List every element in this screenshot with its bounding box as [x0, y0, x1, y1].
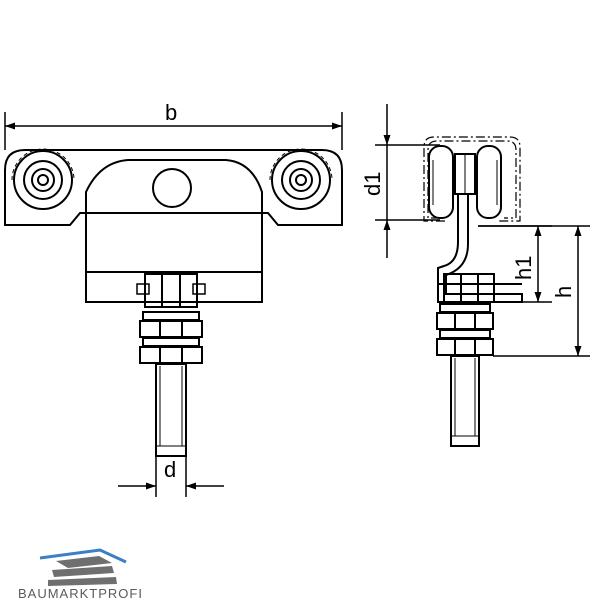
dimension-d1	[375, 104, 440, 258]
label-h1: h1	[511, 256, 536, 280]
roller-right	[269, 148, 333, 210]
dimension-b	[4, 112, 343, 150]
side-roller-left	[428, 145, 454, 219]
nut-stack	[139, 311, 203, 364]
label-d1: d1	[360, 172, 385, 196]
logo-bars-icon	[48, 556, 117, 586]
side-bracket	[437, 194, 523, 303]
side-nut-stack	[436, 303, 494, 356]
side-roller-right	[476, 145, 502, 219]
label-h: h	[551, 286, 576, 298]
dimension-d	[118, 456, 224, 497]
track-outline	[423, 136, 521, 222]
brand-logo: BAUMARKTPROFI	[18, 548, 143, 600]
side-threaded-bolt	[450, 355, 480, 447]
threaded-bolt	[155, 363, 187, 457]
front-view	[4, 148, 343, 457]
carriage-plate	[4, 149, 343, 226]
logo-roof-icon	[39, 548, 127, 564]
label-d: d	[164, 457, 176, 482]
label-b: b	[165, 100, 177, 125]
roller-left	[11, 148, 75, 210]
dimension-h	[478, 225, 590, 357]
center-bracket	[85, 159, 263, 303]
top-hex-nut	[136, 273, 206, 308]
logo-text: BAUMARKTPROFI	[18, 586, 143, 600]
side-view	[423, 136, 523, 447]
rivet	[152, 168, 192, 208]
